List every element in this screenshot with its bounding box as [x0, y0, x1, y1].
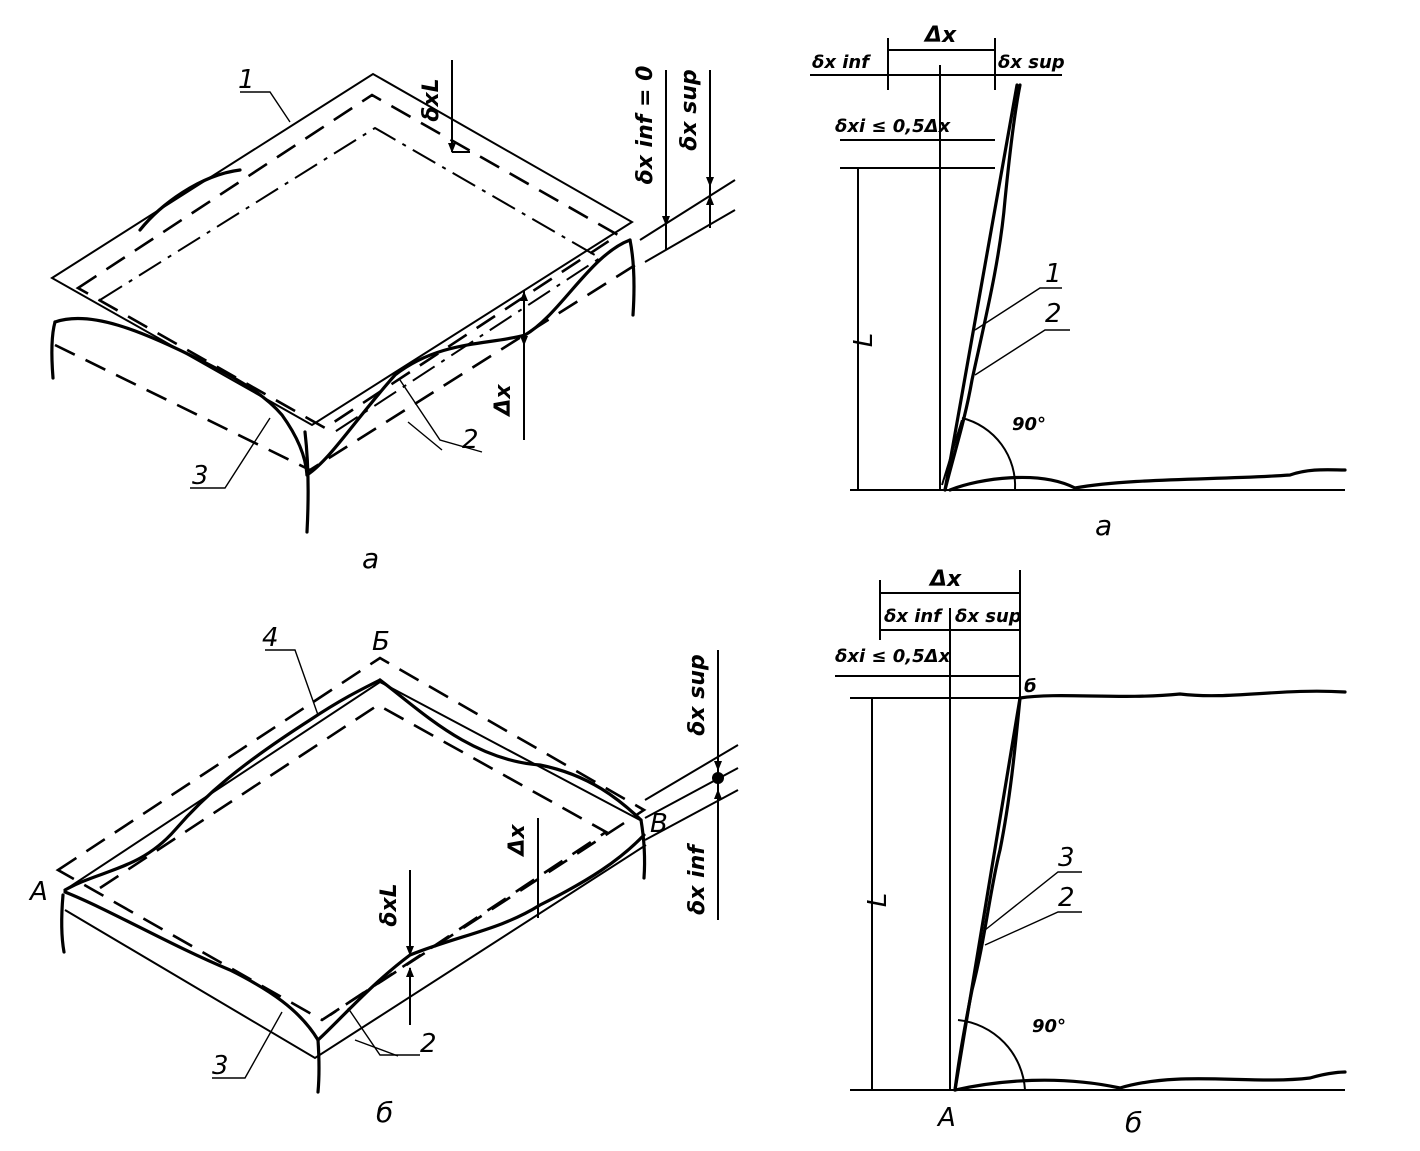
label-delta-x-L-b: δxL [377, 883, 402, 926]
figure-a-isometric: δxL Δx δx inf = 0 δx sup 1 2 3 a [50, 60, 736, 575]
curve-4 [63, 678, 382, 892]
label-2-profile-b: 2 [1058, 883, 1075, 913]
label-4: 4 [262, 623, 279, 653]
label-2: 2 [462, 425, 479, 455]
label-A: A [28, 877, 48, 907]
label-delta-x-bottom: Δx [928, 567, 962, 592]
front-edge [303, 430, 310, 534]
label-1-profile: 1 [1045, 259, 1062, 289]
label-angle-bottom: 90° [1032, 1016, 1066, 1037]
caption-bottom-right: б [1125, 1106, 1142, 1139]
base-surface-b [953, 1070, 1347, 1092]
label-delta-x-inf-top: δx inf [812, 52, 871, 73]
real-surface-back [138, 168, 242, 232]
profile-line-2 [943, 83, 1022, 492]
caption-top-left: a [362, 542, 379, 575]
label-delta-x: Δx [491, 384, 516, 418]
real-surface-left [53, 316, 309, 477]
label-3-b: 3 [212, 1051, 229, 1081]
label-3: 3 [192, 461, 209, 491]
label-delta-x-L: δxL [419, 78, 444, 121]
label-angle-top: 90° [1012, 414, 1046, 435]
real-surface-right [305, 238, 632, 477]
curve-3 [63, 890, 320, 1042]
label-L-bottom: L [863, 893, 893, 908]
label-delta-x-inf-zero: δx inf = 0 [633, 66, 658, 185]
figure-b-profile: Δx δx inf δx sup δxi ≤ 0,5Δx б L 90° 3 2… [835, 567, 1347, 1139]
label-delta-x-sup-b: δx sup [685, 654, 710, 735]
label-V: В [650, 809, 668, 839]
curve-back-right [378, 678, 643, 822]
label-small-b: б [1024, 676, 1037, 697]
right-edge [628, 238, 636, 317]
label-L-top: L [849, 333, 879, 348]
figure-b-isometric: A Б В δxL Δx δx sup δx inf 4 2 3 б [28, 623, 739, 1129]
caption-bottom-left: б [376, 1096, 393, 1129]
base-surface-a [948, 468, 1347, 492]
top-surface-b [1018, 689, 1347, 700]
label-delta-x-i-bottom: δxi ≤ 0,5Δx [835, 646, 952, 667]
profile-line-2-b [953, 696, 1022, 1092]
label-delta-x-sup: δx sup [677, 69, 702, 150]
figure-a-profile: Δx δx inf δx sup δxi ≤ 0,5Δx L 90° 1 2 a [810, 23, 1347, 542]
label-delta-x-sup-bottom: δx sup [955, 606, 1022, 627]
real-plane-b [64, 680, 641, 891]
label-delta-x-inf-bottom: δx inf [884, 606, 943, 627]
label-delta-x-i-top: δxi ≤ 0,5Δx [835, 116, 952, 137]
left-edge [50, 320, 57, 380]
outer-plane [50, 72, 634, 427]
profile-line-1 [943, 83, 1019, 492]
lower-dashed-boundary [54, 260, 641, 472]
label-delta-x-b: Δx [505, 824, 530, 858]
label-delta-x-inf-b: δx inf [685, 843, 710, 915]
label-A-profile: A [936, 1103, 956, 1133]
label-2-b: 2 [420, 1029, 437, 1059]
curve-2 [316, 833, 646, 1042]
label-delta-x-sup-top: δx sup [998, 52, 1065, 73]
outer-dashed-boundary-b [55, 656, 647, 1022]
inner-dashed-boundary-b [99, 703, 609, 1017]
label-2-profile: 2 [1045, 299, 1062, 329]
label-delta-x-top: Δx [923, 23, 957, 48]
label-3-profile: 3 [1058, 843, 1075, 873]
caption-top-right: a [1095, 509, 1112, 542]
label-1: 1 [238, 65, 255, 95]
label-B-cyr: Б [372, 627, 390, 657]
